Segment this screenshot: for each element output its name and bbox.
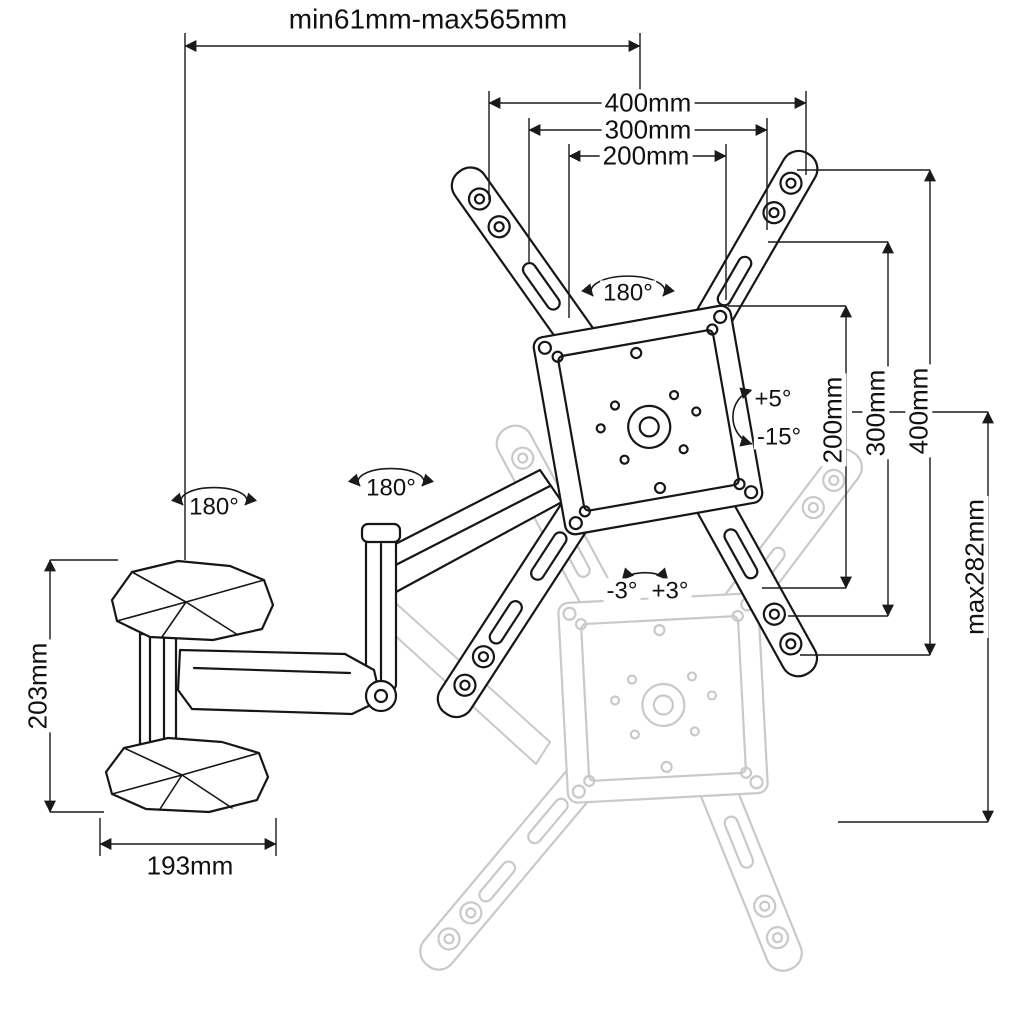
arm-post-cap <box>360 522 402 544</box>
dim-label-300mm: 300mm <box>601 116 695 144</box>
rotation-arcs <box>170 275 753 581</box>
rotation-label-cw: +3° <box>648 578 692 604</box>
swivel-label-plate: 180° <box>600 280 656 306</box>
swivel-arc-wall <box>170 486 258 506</box>
tilt-label-up: +5° <box>751 386 795 412</box>
wall-column <box>138 632 178 750</box>
swivel-label-arm: 180° <box>363 475 419 501</box>
dim-label-v400mm: 400mm <box>903 364 933 458</box>
lower-arm-line <box>192 666 352 675</box>
rotation-arc <box>621 567 669 581</box>
dim-label-400mm: 400mm <box>601 89 695 117</box>
upper-arm-line <box>380 484 552 574</box>
wall-cover-bottom-facets <box>111 747 260 810</box>
wall-plate <box>104 559 275 814</box>
wall-cover-top-facets <box>116 571 265 638</box>
swivel-label-wall: 180° <box>186 494 242 520</box>
dim-label-193mm: 193mm <box>143 852 237 880</box>
dim-label-203mm: 203mm <box>22 639 52 733</box>
tilt-arc <box>732 387 753 447</box>
elbow-joint-hole <box>373 688 389 704</box>
swivel-arc-plate <box>581 275 675 297</box>
dim-label-v300mm: 300mm <box>860 366 890 460</box>
dim-label-200mm: 200mm <box>599 142 693 170</box>
dim-label-max282mm: max282mm <box>959 496 989 638</box>
rotation-label-ccw: -3° <box>603 578 641 604</box>
wall-cover-bottom <box>104 736 270 814</box>
tilt-label-down: -15° <box>753 424 805 450</box>
swivel-arc-arm <box>347 467 435 487</box>
dim-label-v200mm: 200mm <box>817 373 847 467</box>
lower-arm <box>176 648 383 716</box>
dim-label-top-span: min61mm-max565mm <box>285 4 571 34</box>
articulating-arm <box>176 468 564 716</box>
